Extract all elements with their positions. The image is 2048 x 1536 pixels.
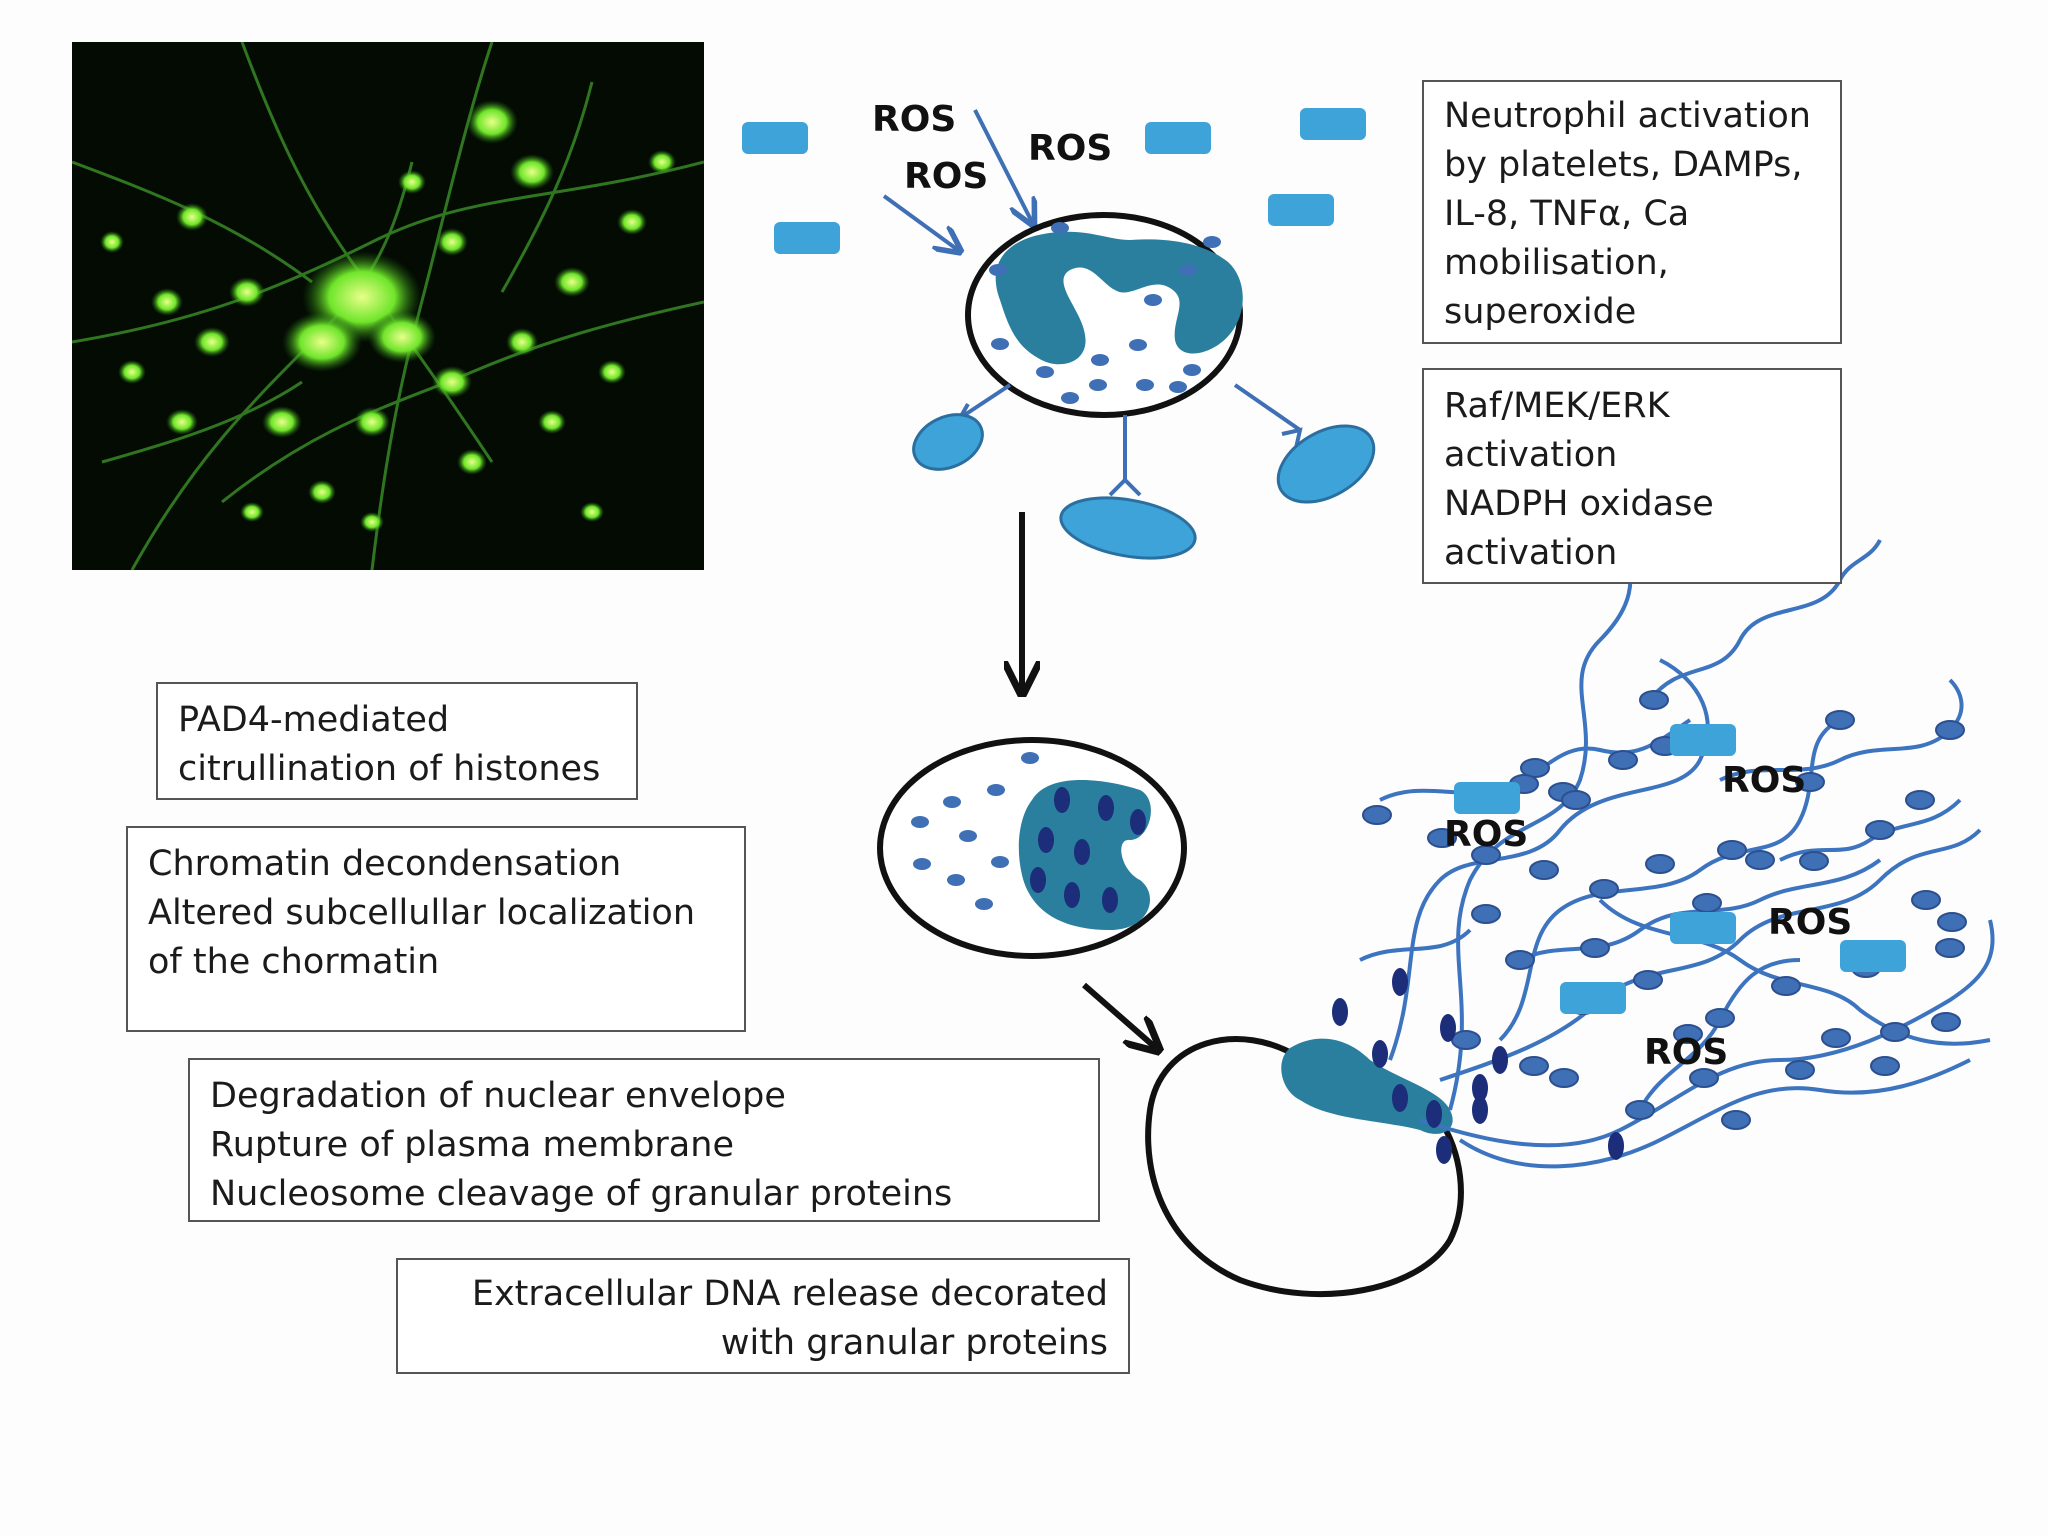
fluorescence-micrograph xyxy=(72,42,704,570)
box-line: Raf/MEK/ERK xyxy=(1444,386,1670,426)
box-line: Altered subcellullar localization xyxy=(148,893,696,933)
platelet xyxy=(1059,496,1197,560)
bound-platelets xyxy=(912,413,1376,560)
nucleus-swollen xyxy=(1018,780,1151,930)
net-fibers xyxy=(1359,539,1995,1169)
nucleus-remnant xyxy=(1281,1038,1453,1134)
platelet xyxy=(1670,912,1736,944)
box-line: of the chormatin xyxy=(148,942,440,982)
process-arrow-diagonal xyxy=(1082,982,1156,1048)
platelet xyxy=(912,413,984,471)
box-line: NADPH oxidase xyxy=(1444,484,1714,524)
ros-label: ROS xyxy=(1028,128,1112,169)
nucleosomes xyxy=(1362,690,1967,1130)
box-line: mobilisation, xyxy=(1444,243,1669,283)
box-line: activation xyxy=(1444,435,1618,475)
platelets-net xyxy=(1454,724,1906,1014)
box-line: with granular proteins xyxy=(720,1323,1108,1363)
chromatin-box: Chromatin decondensation Altered subcell… xyxy=(126,826,746,1032)
ros-label: ROS xyxy=(872,99,956,140)
box-line: IL-8, TNFα, Ca xyxy=(1444,194,1690,234)
granules xyxy=(911,752,1039,910)
granules xyxy=(989,222,1221,404)
ros-labels-top: ROS ROS ROS xyxy=(872,99,1112,197)
platelet xyxy=(1560,982,1626,1014)
platelet xyxy=(1670,724,1736,756)
platelet xyxy=(1300,108,1366,140)
activated-neutrophil xyxy=(965,212,1243,418)
box-line: Nucleosome cleavage of granular proteins xyxy=(210,1174,953,1214)
platelet xyxy=(1840,940,1906,972)
histones xyxy=(1030,787,1146,913)
ros-labels-net: ROS ROS ROS ROS xyxy=(1444,760,1852,1073)
platelets-top xyxy=(742,108,1366,254)
nucleus-lobed xyxy=(995,231,1243,365)
ros-label: ROS xyxy=(1768,902,1852,943)
signaling-box: Raf/MEK/ERK activation NADPH oxidase act… xyxy=(1422,368,1842,584)
pad4-box: PAD4-mediated citrullination of histones xyxy=(156,682,638,800)
box-line: Degradation of nuclear envelope xyxy=(210,1076,786,1116)
release-box: Extracellular DNA release decorated with… xyxy=(396,1258,1130,1374)
platelet xyxy=(774,222,840,254)
box-line: activation xyxy=(1444,533,1618,573)
ruptured-membrane xyxy=(1145,1036,1464,1298)
receptors xyxy=(957,383,1303,497)
platelet xyxy=(1454,782,1520,814)
histones-released xyxy=(1332,968,1624,1164)
ros-label: ROS xyxy=(904,156,988,197)
ros-label: ROS xyxy=(1644,1032,1728,1073)
degradation-box: Degradation of nuclear envelope Rupture … xyxy=(188,1058,1100,1222)
platelet xyxy=(742,122,808,154)
box-line: Extracellular DNA release decorated xyxy=(471,1274,1108,1314)
platelet xyxy=(1276,424,1376,504)
box-line: PAD4-mediated xyxy=(178,700,450,740)
box-line: Rupture of plasma membrane xyxy=(210,1125,734,1165)
ros-arrows xyxy=(882,109,1032,250)
ros-label: ROS xyxy=(1722,760,1806,801)
decondensing-neutrophil xyxy=(877,737,1187,959)
platelet xyxy=(1268,194,1334,226)
box-line: by platelets, DAMPs, xyxy=(1444,145,1803,185)
activation-box: Neutrophil activation by platelets, DAMP… xyxy=(1422,80,1842,344)
box-line: citrullination of histones xyxy=(178,749,601,789)
ros-label: ROS xyxy=(1444,814,1528,855)
box-line: Neutrophil activation xyxy=(1444,96,1811,136)
box-line: superoxide xyxy=(1444,292,1637,332)
box-line: Chromatin decondensation xyxy=(148,844,622,884)
platelet xyxy=(1145,122,1211,154)
